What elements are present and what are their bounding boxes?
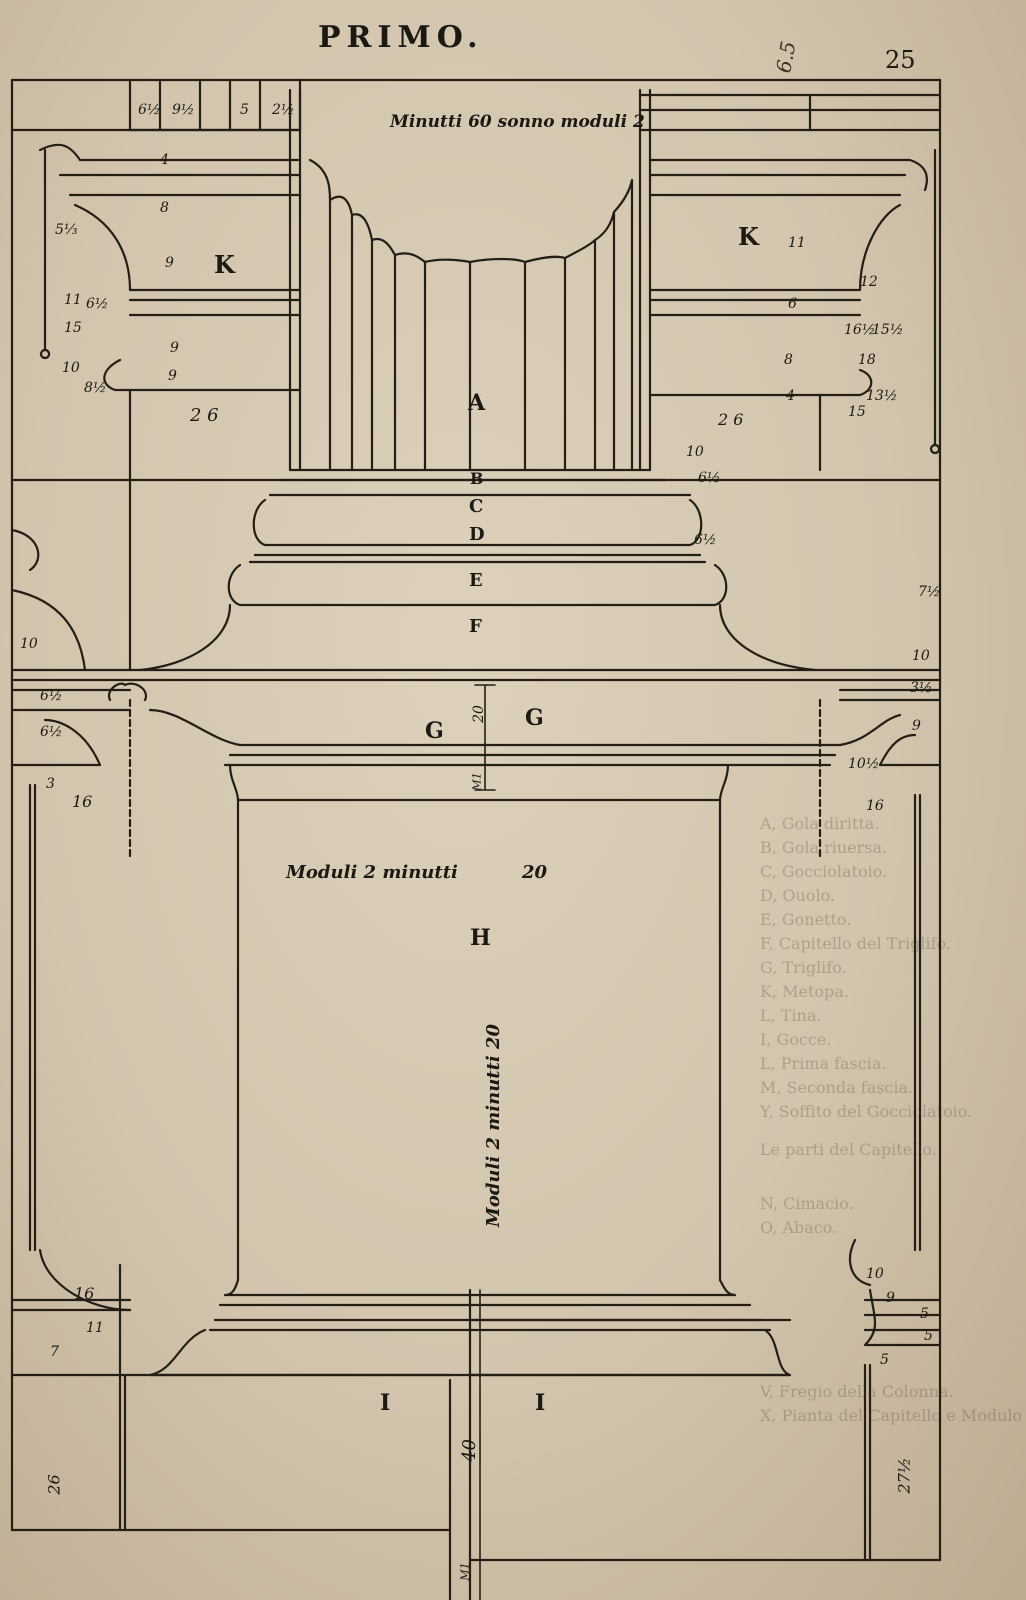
caption-top: Minutti 60 sonno moduli 2 <box>390 112 645 132</box>
dim-lower: 5 <box>920 1306 929 1322</box>
label-K-left: K <box>214 250 235 279</box>
dim-left-capital: 10 <box>62 360 80 376</box>
dim-lower: 10 <box>866 1266 884 1282</box>
dim-left-capital: 5⅓ <box>55 222 78 238</box>
dim-right-capital: 10 <box>686 444 704 460</box>
dim-right-capital: 6 <box>788 296 797 312</box>
dim-base-right: 9 <box>912 718 921 734</box>
left-capital-profile <box>38 143 302 162</box>
dim-left-capital: 15 <box>64 320 82 336</box>
caption-vertical: Moduli 2 minutti 20 <box>483 1023 505 1228</box>
label-E: E <box>469 570 483 591</box>
dim-base-right: 10½ <box>848 756 880 772</box>
dim-lower: 27½ <box>894 1457 914 1494</box>
dim-right-capital: 11 <box>788 235 806 251</box>
bleed-through-legend: A, Gola diritta. B, Gola riuersa. C, Goc… <box>760 814 1026 1425</box>
dim-lower: 40 <box>458 1439 480 1462</box>
label-C: C <box>469 496 484 517</box>
dim-left-capital: 6½ <box>86 296 109 312</box>
dim-right-capital: 6½ <box>698 470 721 486</box>
dim-base-right: 10 <box>912 648 930 664</box>
page-title: PRIMO. <box>318 20 484 55</box>
caption-middle-value: 20 <box>522 862 548 883</box>
column-flutes <box>308 158 634 472</box>
dim-left-capital: 2 6 <box>190 405 219 426</box>
pedestal-die <box>236 798 722 1282</box>
dim-lower: 5 <box>924 1328 933 1344</box>
dim-left-band: 3 <box>46 776 55 792</box>
dim-lower: 9 <box>886 1290 895 1306</box>
dim-left-band: 10 <box>20 636 38 652</box>
dim-scale: 20 <box>470 705 487 723</box>
dim-top: 2½ <box>272 102 295 118</box>
label-G-right: G <box>525 705 544 731</box>
dim-right-capital: 12 <box>860 274 878 290</box>
label-D: D <box>469 524 485 545</box>
dim-left-band: 6½ <box>40 688 63 704</box>
dim-top: 5 <box>240 102 249 118</box>
dim-base-right: 16 <box>866 798 884 814</box>
right-capital-profile <box>648 158 928 192</box>
dim-right-capital: 15½ <box>872 322 904 338</box>
dim-top: 6½ <box>138 102 161 118</box>
dim-lower: 7 <box>50 1344 59 1360</box>
label-H: H <box>470 925 491 951</box>
dim-left-capital: 8½ <box>84 380 107 396</box>
dim-lower: 26 <box>44 1474 64 1495</box>
dim-left-capital: 9 <box>170 340 179 356</box>
dim-left-capital: 11 <box>64 292 82 308</box>
dim-right-capital: 15 <box>848 404 866 420</box>
dim-base-right: 7½ <box>918 584 941 600</box>
dim-scale: M1 <box>458 1562 472 1581</box>
dim-right-capital: 16½ <box>844 322 876 338</box>
dim-right-capital: 2 6 <box>718 410 744 429</box>
label-K-right: K <box>738 222 759 251</box>
dim-right-capital: 4 <box>786 388 795 404</box>
bottom-frame-line <box>10 1528 942 1562</box>
dim-lower: 5 <box>880 1352 889 1368</box>
dim-lower: 16 <box>74 1284 95 1303</box>
page-number: 25 <box>885 46 916 74</box>
label-I-right: I <box>535 1390 546 1416</box>
dim-base-right: 6½ <box>694 532 717 548</box>
dim-left-capital: 9 <box>168 368 177 384</box>
label-F: F <box>469 616 482 637</box>
label-G-left: G <box>425 718 444 744</box>
dim-top: 9½ <box>172 102 195 118</box>
dim-lower: 11 <box>86 1320 104 1336</box>
dim-left-capital: 4 <box>160 152 169 168</box>
dim-left-band: 6½ <box>40 724 63 740</box>
dim-left-band: 16 <box>72 792 93 811</box>
caption-middle: Moduli 2 minutti <box>286 862 458 883</box>
dim-left-capital: 9 <box>165 255 174 271</box>
pedestal-cornice <box>148 708 902 747</box>
label-I-left: I <box>380 1390 391 1416</box>
dim-right-capital: 13½ <box>866 388 898 404</box>
dim-base-right: 3½ <box>910 680 933 696</box>
dim-scale: M1 <box>470 772 484 791</box>
dim-left-capital: 8 <box>160 200 169 216</box>
dim-right-capital: 8 <box>784 352 793 368</box>
label-A: A <box>468 390 486 416</box>
dim-right-capital: 18 <box>858 352 876 368</box>
label-B: B <box>470 469 484 488</box>
